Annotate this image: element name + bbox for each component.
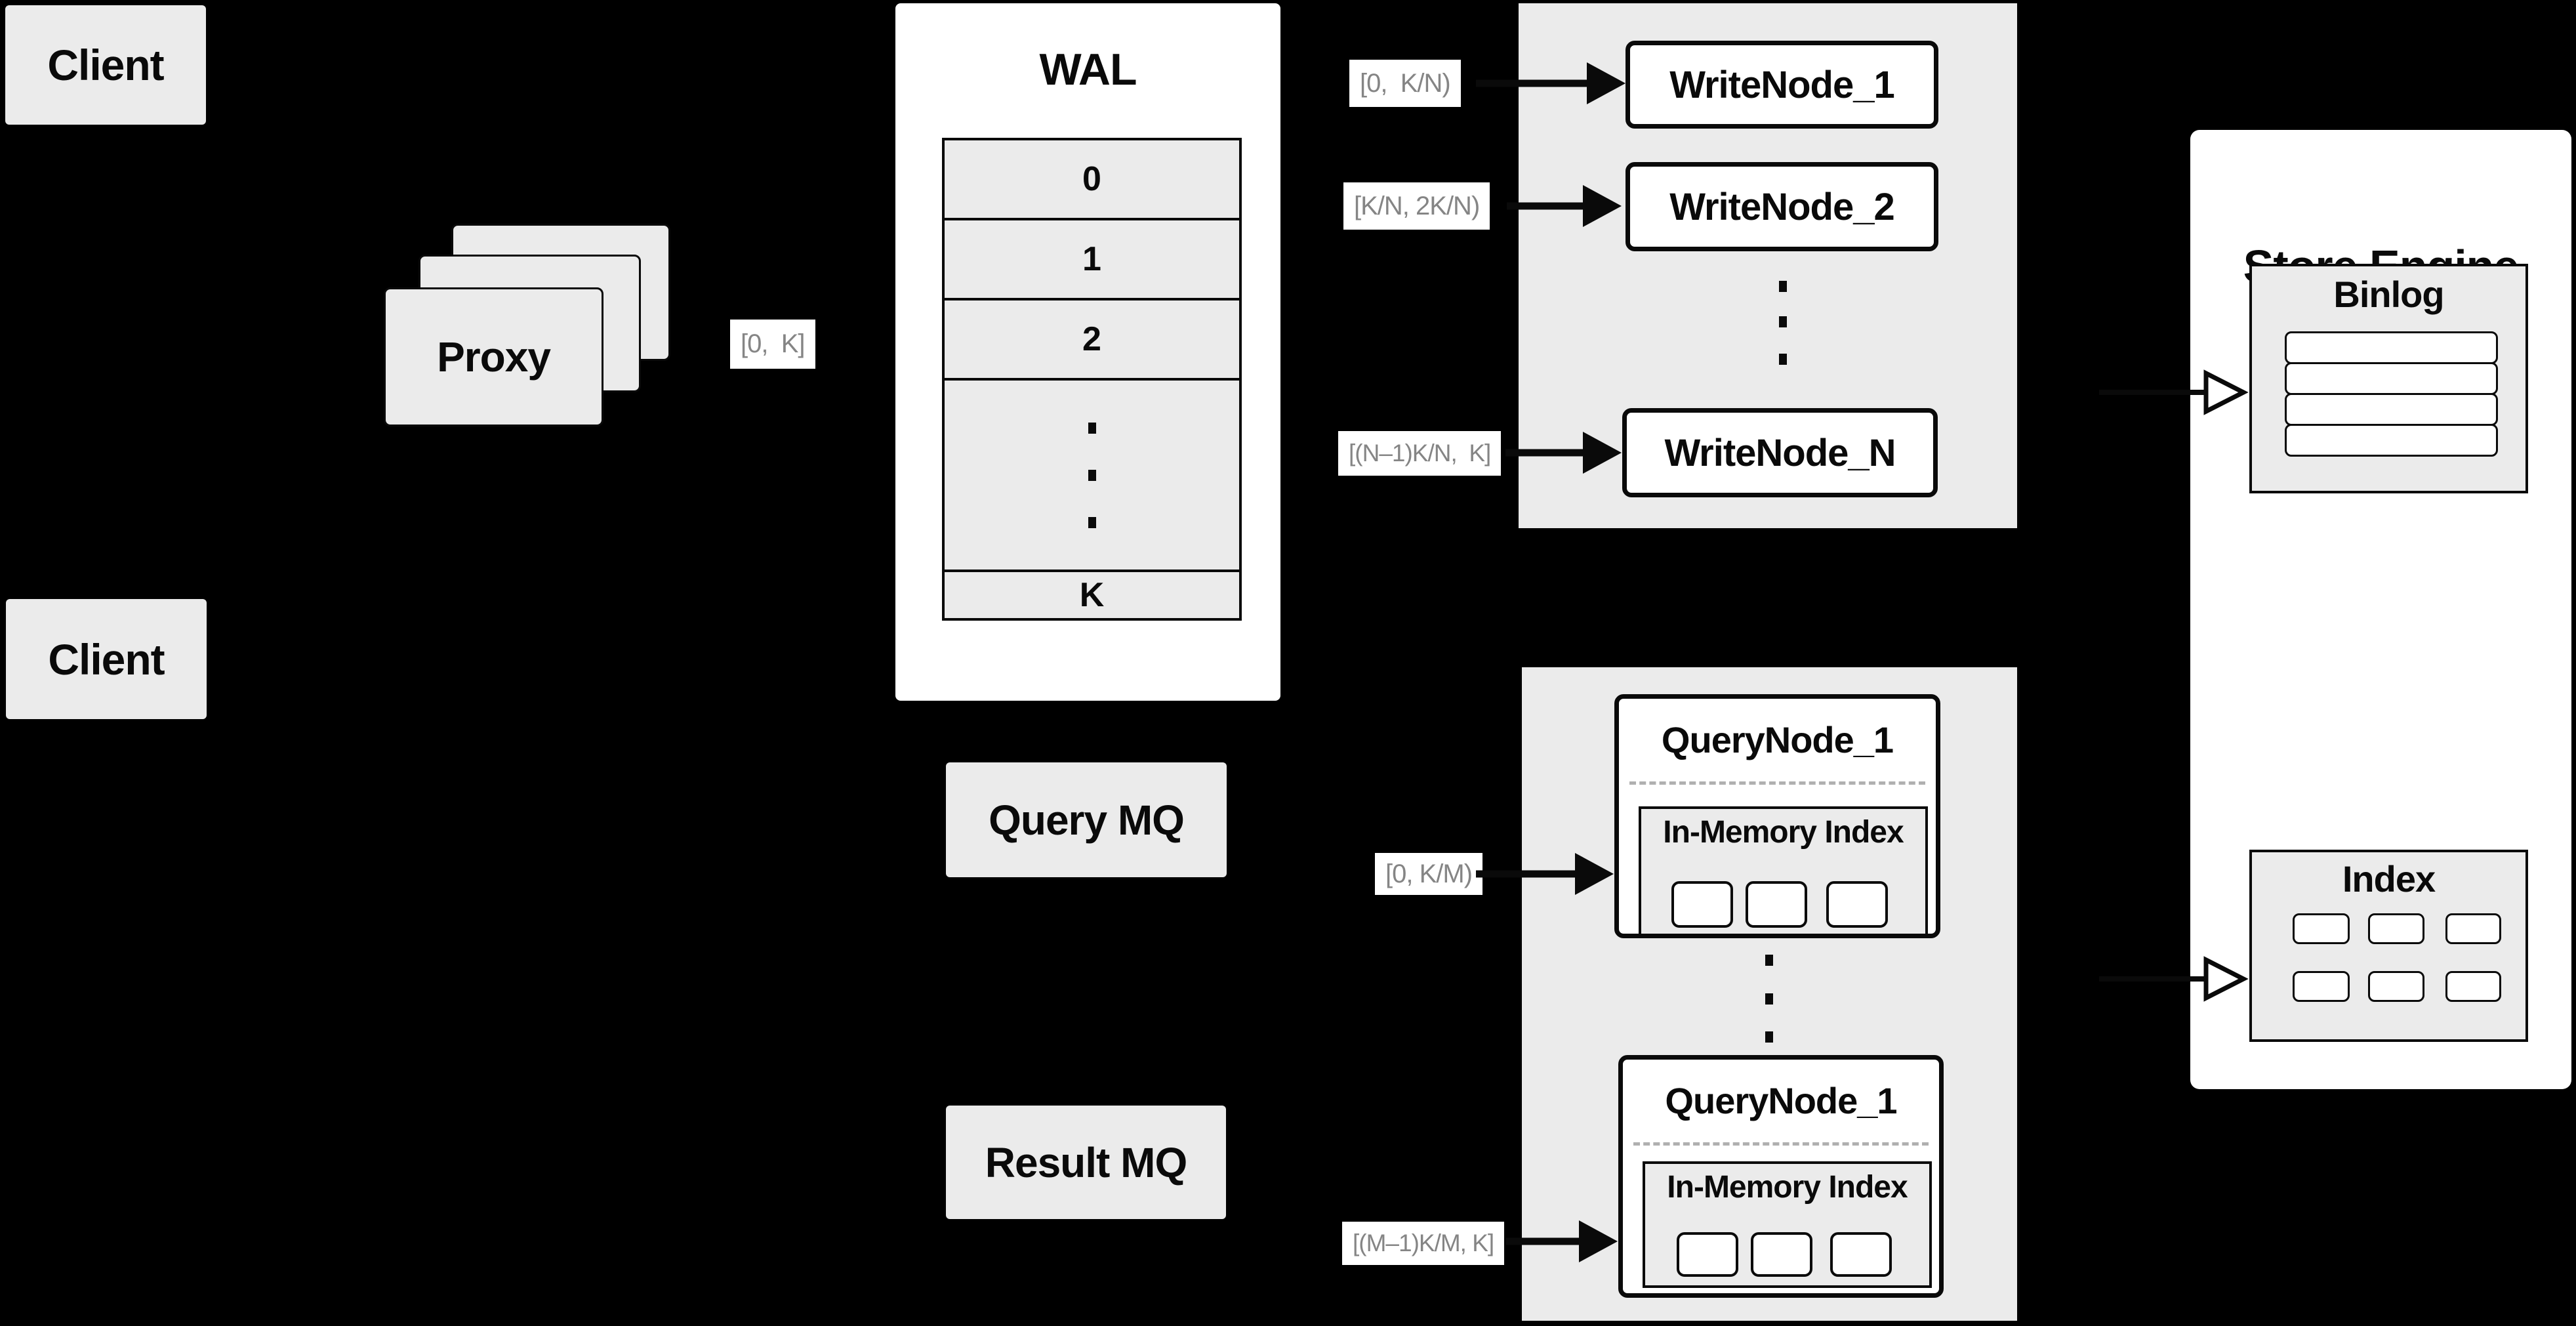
client-bottom-box: Client bbox=[6, 599, 207, 719]
query-node-m-title: QueryNode_1 bbox=[1665, 1080, 1897, 1121]
binlog-rows bbox=[2285, 331, 2498, 457]
write-node-n-box: WriteNode_N bbox=[1622, 408, 1938, 497]
binlog-row bbox=[2285, 362, 2498, 395]
query-ellipsis-dot bbox=[1765, 1031, 1773, 1043]
index-cell bbox=[2368, 971, 2424, 1002]
wal-row-2: 2 bbox=[942, 298, 1242, 381]
in-memory-index-title: In-Memory Index bbox=[1663, 815, 1904, 850]
ellipsis-dot bbox=[1088, 469, 1096, 481]
dashed-separator bbox=[1629, 781, 1925, 785]
wal-row-k: K bbox=[942, 570, 1242, 621]
write-ellipsis-dot bbox=[1779, 281, 1787, 292]
segment-cell bbox=[1830, 1232, 1892, 1277]
index-cell bbox=[2445, 913, 2501, 944]
index-cell bbox=[2293, 913, 2350, 944]
in-memory-index-title: In-Memory Index bbox=[1667, 1170, 1908, 1205]
write-ellipsis-dot bbox=[1779, 316, 1787, 327]
segment-cell bbox=[1826, 881, 1888, 928]
interval-label-proxy-wal: [0, K] bbox=[730, 320, 815, 369]
binlog-title: Binlog bbox=[2333, 274, 2444, 315]
client-top-box: Client bbox=[5, 5, 206, 125]
proxy-box: Proxy bbox=[384, 287, 603, 426]
index-cell bbox=[2293, 971, 2350, 1002]
interval-label-query-1: [0, K/M) bbox=[1375, 853, 1483, 895]
query-node-1-title: QueryNode_1 bbox=[1661, 719, 1894, 760]
index-title: Index bbox=[2342, 858, 2436, 900]
binlog-row bbox=[2285, 331, 2498, 364]
binlog-row bbox=[2285, 424, 2498, 457]
wal-row-0: 0 bbox=[942, 138, 1242, 220]
ellipsis-dot bbox=[1088, 422, 1096, 434]
in-memory-index-box: In-Memory Index bbox=[1639, 806, 1928, 936]
client-top-label: Client bbox=[47, 41, 164, 89]
wal-row-ellipsis bbox=[942, 378, 1242, 572]
result-mq-box: Result MQ bbox=[946, 1106, 1226, 1219]
proxy-label: Proxy bbox=[437, 333, 551, 381]
dashed-separator bbox=[1633, 1142, 1929, 1146]
interval-label-query-m: [(M–1)K/M, K] bbox=[1342, 1222, 1505, 1265]
write-node-1-box: WriteNode_1 bbox=[1625, 41, 1938, 129]
store-engine-box: Store Engine Binlog Index bbox=[2190, 130, 2571, 1089]
segment-cell bbox=[1677, 1232, 1738, 1277]
binlog-row bbox=[2285, 393, 2498, 426]
wal-table: 0 1 2 K bbox=[942, 138, 1242, 621]
index-cell bbox=[2445, 971, 2501, 1002]
query-node-1-box: QueryNode_1 In-Memory Index bbox=[1614, 694, 1940, 938]
index-box: Index bbox=[2249, 850, 2528, 1042]
query-ellipsis-dot bbox=[1765, 955, 1773, 966]
segment-cell bbox=[1671, 881, 1733, 928]
segment-cell bbox=[1751, 1232, 1812, 1277]
ellipsis-dot bbox=[1088, 516, 1096, 528]
segment-cell bbox=[1746, 881, 1807, 928]
query-node-m-box: QueryNode_1 In-Memory Index bbox=[1618, 1055, 1944, 1298]
wal-row-1: 1 bbox=[942, 218, 1242, 300]
client-bottom-label: Client bbox=[48, 634, 165, 684]
in-memory-index-box: In-Memory Index bbox=[1643, 1161, 1932, 1288]
interval-label-write-1: [0, K/N) bbox=[1349, 60, 1461, 107]
index-cell bbox=[2368, 913, 2424, 944]
binlog-box: Binlog bbox=[2249, 264, 2528, 493]
query-ellipsis-dot bbox=[1765, 993, 1773, 1005]
write-ellipsis-dot bbox=[1779, 354, 1787, 365]
wal-title: WAL bbox=[1039, 45, 1137, 94]
interval-label-write-n: [(N–1)K/N, K] bbox=[1338, 431, 1502, 476]
interval-label-write-2: [K/N, 2K/N) bbox=[1343, 182, 1490, 230]
write-node-2-box: WriteNode_2 bbox=[1625, 162, 1938, 251]
query-mq-box: Query MQ bbox=[946, 762, 1227, 877]
